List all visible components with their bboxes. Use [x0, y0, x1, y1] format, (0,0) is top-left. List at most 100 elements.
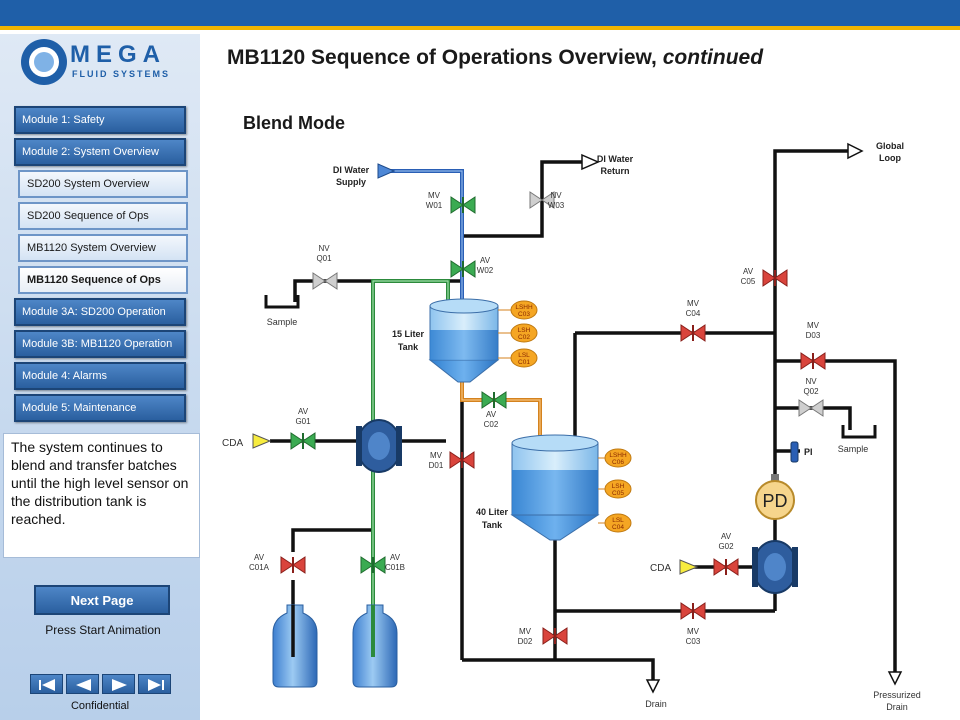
mvc04-l2: C04: [686, 309, 701, 318]
global-loop-arrow: [847, 142, 864, 160]
sensor-lsl-c01: [510, 348, 538, 368]
valve-mv-c04: [680, 324, 706, 342]
nav-mb1120-sequence-of-ops[interactable]: MB1120 Sequence of Ops: [18, 266, 188, 294]
sensor-lsh-c05: [604, 479, 632, 499]
avw02-l2: W02: [477, 266, 494, 275]
nav-module-3b[interactable]: Module 3B: MB1120 Operation: [14, 330, 186, 358]
next-arrow-icon: [112, 679, 127, 691]
sensor-lshh-c03: [510, 300, 538, 320]
di-return-arrow: [581, 153, 600, 171]
pd-flow-meter: [755, 474, 795, 520]
valve-av-c02: [481, 391, 507, 409]
di-supply-label-2: Supply: [336, 177, 366, 187]
mvd02-l2: D02: [518, 637, 533, 646]
lshh-c06-l2: C06: [612, 459, 624, 466]
nvq02-l2: Q02: [803, 387, 819, 396]
flow-endpoints: [252, 142, 903, 694]
valve-mv-d01: [449, 451, 475, 469]
cda-left-arrow: [252, 433, 272, 449]
confidential-label: Confidential: [70, 700, 130, 712]
next-page-button[interactable]: Next Page: [34, 585, 170, 615]
valve-av-c01a: [280, 556, 306, 574]
nvq01-l1: NV: [318, 244, 330, 253]
valve-nv-w03: [529, 191, 555, 209]
mvd01-l2: D01: [429, 461, 444, 470]
lsl-c01-l1: LSL: [518, 352, 530, 359]
avg01-l2: G01: [295, 417, 311, 426]
first-page-button[interactable]: [30, 674, 63, 694]
logo-subtitle: FLUID SYSTEMS: [72, 69, 171, 79]
pressure-indicator: [790, 441, 799, 463]
lshh-c03-l2: C03: [518, 311, 530, 318]
mvc04-l1: MV: [687, 299, 700, 308]
orange-transfer-pipe: [460, 377, 542, 440]
logo-name: MEGA: [70, 41, 166, 68]
di-supply-label-1: DI Water: [333, 165, 370, 175]
valve-av-g02: [713, 558, 739, 576]
avc02-l2: C02: [484, 420, 499, 429]
pd-label: PD: [762, 491, 787, 511]
bottle-left: [272, 604, 318, 688]
nav-module-5[interactable]: Module 5: Maintenance: [14, 394, 186, 422]
cda-right-label: CDA: [650, 563, 671, 574]
next-arrow-button[interactable]: [102, 674, 135, 694]
previous-page-button[interactable]: [66, 674, 99, 694]
pressurized-drain-arrow: [887, 671, 903, 686]
tank40-label-1: 40 Liter: [476, 507, 509, 517]
mvc03-l1: MV: [687, 627, 700, 636]
logo-icon: [21, 39, 67, 85]
nav-module-4[interactable]: Module 4: Alarms: [14, 362, 186, 390]
sample-left-label: Sample: [267, 317, 298, 327]
lshh-c03-l1: LSHH: [515, 304, 533, 311]
page-title: MB1120 Sequence of Operations Overview, …: [227, 46, 763, 70]
di-return-label-1: DI Water: [597, 154, 634, 164]
company-logo: MEGA FLUID SYSTEMS: [18, 36, 178, 88]
nav-mb1120-system-overview[interactable]: MB1120 System Overview: [18, 234, 188, 262]
last-page-button[interactable]: [138, 674, 171, 694]
tank15-label-1: 15 Liter: [392, 329, 425, 339]
valve-nv-q02: [798, 399, 824, 417]
cda-right-arrow: [679, 559, 699, 575]
nvq02-l1: NV: [805, 377, 817, 386]
avc01a-l1: AV: [254, 553, 265, 562]
nav-sd200-system-overview[interactable]: SD200 System Overview: [18, 170, 188, 198]
sensor-lsh-c02: [510, 323, 538, 343]
valve-mv-w01: [450, 196, 476, 214]
mvd02-l1: MV: [519, 627, 532, 636]
sample-cup-left: [264, 295, 300, 309]
valve-mv-c03: [680, 602, 706, 620]
nvw03-l2: W03: [548, 201, 565, 210]
nvw03-l1: NV: [550, 191, 562, 200]
lsh-c02-l1: LSH: [518, 327, 531, 334]
nav-sd200-sequence-of-ops[interactable]: SD200 Sequence of Ops: [18, 202, 188, 230]
diaphragm-pump-right: [752, 540, 798, 594]
lshh-c06-l1: LSHH: [609, 452, 627, 459]
sensor-lshh-c06: [604, 448, 632, 468]
mvd03-l1: MV: [807, 321, 820, 330]
pressurized-drain-label-2: Drain: [886, 702, 908, 712]
avc02-l1: AV: [486, 410, 497, 419]
description-text: The system continues to blend and transf…: [3, 433, 200, 558]
valve-av-c05: [762, 269, 788, 287]
level-sensors: [498, 300, 632, 533]
tank40-label-2: Tank: [482, 520, 503, 530]
top-banner: [0, 0, 960, 30]
last-page-icon: [148, 679, 164, 691]
cda-left-label: CDA: [222, 438, 243, 449]
nav-module-1[interactable]: Module 1: Safety: [14, 106, 186, 134]
nav-module-2[interactable]: Module 2: System Overview: [14, 138, 186, 166]
avg02-l2: G02: [718, 542, 734, 551]
lsh-c02-l2: C02: [518, 334, 530, 341]
avc01b-l1: AV: [390, 553, 401, 562]
process-diagram: LSHH C03 LSH C02 LSL C01 LSHH C06 LSH C0…: [222, 141, 921, 712]
drain-label: Drain: [645, 699, 667, 709]
lsh-c05-l1: LSH: [612, 483, 625, 490]
lsh-c05-l2: C05: [612, 490, 624, 497]
nav-module-3a[interactable]: Module 3A: SD200 Operation: [14, 298, 186, 326]
lsl-c04-l1: LSL: [612, 517, 624, 524]
valve-mv-d03: [800, 352, 826, 370]
valves: [280, 191, 826, 645]
mvw01-l2: W01: [426, 201, 443, 210]
press-start-animation-text: Press Start Animation: [45, 623, 161, 637]
pressurized-drain-label-1: Pressurized: [873, 690, 921, 700]
